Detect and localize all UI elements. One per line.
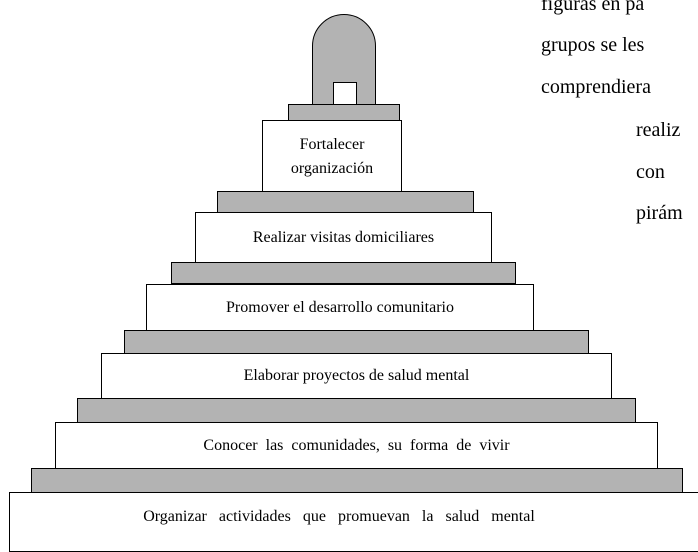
pyramid-level-box: Conocer las comunidades, su forma de viv… — [55, 422, 658, 469]
pyramid-top-label-line2: organización — [290, 159, 374, 177]
pyramid-level-label: Realizar visitas domiciliares — [252, 228, 435, 246]
pyramid-door — [333, 82, 357, 106]
pyramid-slab — [31, 468, 683, 493]
paragraph-line: figuras en pa — [541, 0, 645, 15]
pyramid-level-label: Organizar actividades que promuevan la s… — [143, 508, 535, 525]
pyramid-level-box: Promover el desarrollo comunitario — [146, 284, 534, 331]
pyramid-level-label: Promover el desarrollo comunitario — [226, 298, 454, 316]
paragraph-line: grupos se les — [541, 34, 645, 56]
pyramid-base-box: Organizar actividades que promuevan la s… — [9, 492, 698, 552]
pyramid-level-label: Elaborar proyectos de salud mental — [243, 367, 470, 384]
pyramid-top-box: Fortalecer organización — [262, 120, 402, 193]
pyramid-slab — [217, 191, 474, 213]
pyramid-slab — [288, 104, 400, 121]
pyramid-slab — [171, 262, 516, 284]
paragraph-line: comprendiera — [541, 76, 651, 98]
paragraph-line: con — [636, 161, 665, 183]
pyramid-level-label: Conocer las comunidades, su forma de viv… — [203, 436, 510, 454]
pyramid-level-box: Elaborar proyectos de salud mental — [101, 353, 612, 399]
pyramid-top-label-line1: Fortalecer — [299, 135, 365, 153]
pyramid-slab — [124, 330, 589, 354]
pyramid-level-box: Realizar visitas domiciliares — [195, 212, 492, 263]
paragraph-line: pirám — [636, 202, 683, 224]
pyramid-slab — [77, 398, 636, 423]
paragraph-line: realiz — [636, 119, 681, 141]
